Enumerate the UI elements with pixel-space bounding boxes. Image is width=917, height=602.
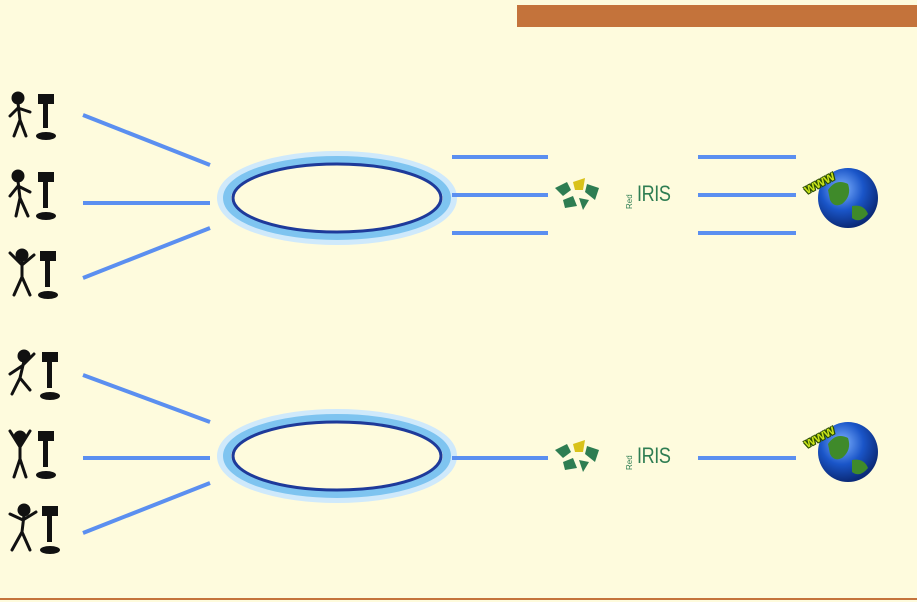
link-user1-ring [82,113,211,167]
bottom-divider [0,598,917,600]
rediris-logo [555,178,599,210]
computer-icon [40,352,60,400]
top-accent-bar [517,5,917,27]
user-desktop-1 [8,91,56,140]
rediris-red-label: Red [625,194,634,209]
network-bottom [8,349,878,554]
link-user4-ring [82,373,211,424]
globe-icon [818,422,878,482]
rediris-iris-label: IRIS [637,443,671,468]
rediris-iris-label: IRIS [637,181,671,206]
network-top [8,91,878,299]
user-desktop-6 [8,503,60,554]
rediris-red-label: Red [625,455,634,470]
globe-icon [818,168,878,228]
person-icon [8,248,36,297]
computer-icon [36,172,56,220]
user-desktop-3 [8,248,58,299]
person-icon [8,91,32,138]
network-ring-icon [217,409,457,503]
person-icon [8,429,32,479]
computer-icon [36,431,56,479]
computer-icon [36,94,56,140]
link-user3-ring [82,226,211,280]
network-ring-icon [217,151,457,245]
person-icon [8,169,32,218]
computer-icon [38,251,58,299]
user-desktop-4 [8,349,60,400]
rediris-logo [555,440,599,472]
computer-icon [40,506,60,554]
user-desktop-2 [8,169,56,220]
person-icon [8,503,38,552]
person-icon [8,349,36,396]
user-desktop-5 [8,429,56,479]
link-user6-ring [82,481,211,535]
